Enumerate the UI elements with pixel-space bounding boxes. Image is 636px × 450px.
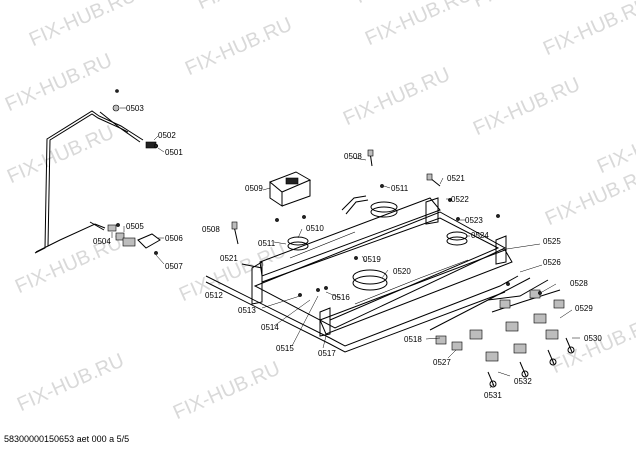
part-label: 0502 <box>158 131 176 140</box>
part-label: 0517 <box>318 349 336 358</box>
part-label: 0528 <box>570 279 588 288</box>
part-label: 0519 <box>363 255 381 264</box>
gas-pipe <box>34 110 144 254</box>
burner-frame <box>205 197 519 353</box>
leader-lines <box>111 107 580 389</box>
part-label: 0509 <box>245 184 263 193</box>
part-label: 0526 <box>543 258 561 267</box>
gas-valves <box>429 277 575 388</box>
part-label: 0513 <box>238 306 256 315</box>
part-label: 0530 <box>584 334 602 343</box>
part-label: 0504 <box>93 237 111 246</box>
part-label: 0523 <box>465 216 483 225</box>
fittings-left <box>107 89 161 255</box>
part-label: 0511 <box>258 239 276 248</box>
part-label: 0510 <box>306 224 324 233</box>
part-label: 0514 <box>261 323 279 332</box>
part-label: 0501 <box>165 148 183 157</box>
part-label: 0508 <box>344 152 362 161</box>
part-label: 0518 <box>404 335 422 344</box>
part-label: 0516 <box>332 293 350 302</box>
part-label: 0506 <box>165 234 183 243</box>
electrodes <box>231 149 500 297</box>
drawing-number: 58300000150653 aet 000 a 5/5 <box>4 434 130 444</box>
burners <box>287 195 468 291</box>
part-label: 0512 <box>205 291 223 300</box>
part-label: 0520 <box>393 267 411 276</box>
part-label: 0511 <box>391 184 409 193</box>
part-label: 0531 <box>484 391 502 400</box>
part-label: 0505 <box>126 222 144 231</box>
part-label: 0529 <box>575 304 593 313</box>
part-label: 0521 <box>447 174 465 183</box>
part-label: 0507 <box>165 262 183 271</box>
part-label: 0525 <box>543 237 561 246</box>
part-label: 0508 <box>202 225 220 234</box>
part-label: 0521 <box>220 254 238 263</box>
part-label: 0527 <box>433 358 451 367</box>
ignition-module <box>269 171 312 222</box>
part-label: 0515 <box>276 344 294 353</box>
part-label: 0503 <box>126 104 144 113</box>
part-label: 0524 <box>471 231 489 240</box>
part-label: 0532 <box>514 377 532 386</box>
part-label: 0522 <box>451 195 469 204</box>
